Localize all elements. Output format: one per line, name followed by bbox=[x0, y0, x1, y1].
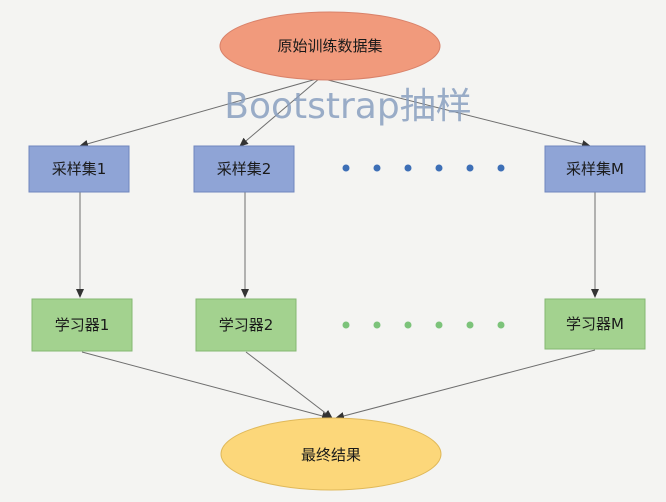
sample-set-m-node: 采样集M bbox=[544, 145, 646, 193]
sample-ellipsis-dot bbox=[497, 164, 505, 172]
sample-ellipsis-dot bbox=[342, 164, 350, 172]
learner-ellipsis bbox=[342, 321, 505, 329]
bootstrap-sampling-label: Bootstrap抽样 bbox=[224, 86, 471, 127]
sample-ellipsis-dot bbox=[435, 164, 443, 172]
final-result-node: 最终结果 bbox=[220, 417, 442, 491]
learner-ellipsis-dot bbox=[373, 321, 381, 329]
sample-set-m-label: 采样集M bbox=[566, 160, 624, 178]
learner-to-result-arrows bbox=[81, 349, 596, 420]
arrow-source-to-sample-2 bbox=[239, 77, 321, 147]
sample-set-1-label: 采样集1 bbox=[52, 160, 107, 178]
learner-m-label: 学习器M bbox=[566, 315, 624, 333]
source-dataset-shape bbox=[219, 11, 441, 81]
learner-2-box bbox=[195, 298, 297, 352]
final-result-shape bbox=[220, 417, 442, 491]
final-result-label: 最终结果 bbox=[301, 446, 361, 464]
learner-ellipsis-dot bbox=[342, 321, 350, 329]
arrow-learner-1-to-result bbox=[81, 351, 331, 420]
learner-ellipsis-dot bbox=[466, 321, 474, 329]
sample-set-1-node: 采样集1 bbox=[28, 145, 130, 193]
learner-2-node: 学习器2 bbox=[195, 298, 297, 352]
sample-set-2-box bbox=[193, 145, 295, 193]
arrow-learner-m-to-result bbox=[335, 349, 596, 420]
sample-ellipsis bbox=[342, 164, 505, 172]
sample-ellipsis-dot bbox=[373, 164, 381, 172]
learner-m-node: 学习器M bbox=[544, 298, 646, 350]
source-to-sample-arrows bbox=[79, 77, 591, 148]
sample-set-1-box bbox=[28, 145, 130, 193]
sample-set-2-label: 采样集2 bbox=[217, 160, 272, 178]
arrow-source-to-sample-m bbox=[319, 77, 591, 148]
source-dataset-label: 原始训练数据集 bbox=[277, 37, 382, 55]
learner-2-label: 学习器2 bbox=[219, 316, 274, 334]
learner-1-label: 学习器1 bbox=[55, 316, 110, 334]
learner-1-node: 学习器1 bbox=[31, 298, 133, 352]
learner-m-box bbox=[544, 298, 646, 350]
sample-ellipsis-dot bbox=[466, 164, 474, 172]
arrow-source-to-sample-1 bbox=[79, 77, 321, 148]
source-dataset-node: 原始训练数据集 bbox=[219, 11, 441, 81]
sample-to-learner-arrows bbox=[76, 192, 599, 298]
learner-ellipsis-dot bbox=[404, 321, 412, 329]
learner-1-box bbox=[31, 298, 133, 352]
arrow-learner-2-to-result bbox=[245, 351, 333, 419]
sample-set-2-node: 采样集2 bbox=[193, 145, 295, 193]
learner-ellipsis-dot bbox=[497, 321, 505, 329]
sample-set-m-box bbox=[544, 145, 646, 193]
learner-ellipsis-dot bbox=[435, 321, 443, 329]
sample-ellipsis-dot bbox=[404, 164, 412, 172]
